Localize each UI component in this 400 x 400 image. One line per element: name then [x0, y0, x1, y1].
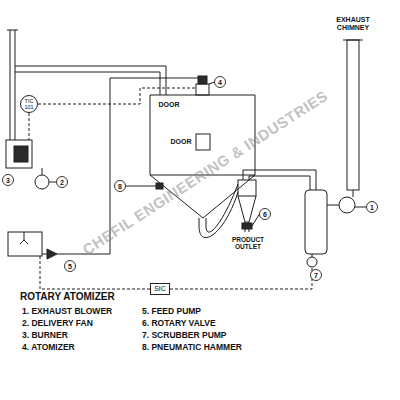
key-item: 5. FEED PUMP [142, 306, 201, 316]
door-symbol [196, 134, 210, 150]
callout-circle [3, 175, 14, 186]
key-title: ROTARY ATOMIZER [20, 291, 115, 302]
callout-number: 8 [115, 181, 126, 192]
callout-number: 7 [311, 270, 322, 281]
node-text: EXHAUST CHIMNEY [328, 16, 378, 32]
key-item: 2. DELIVERY FAN [22, 318, 93, 328]
cyclone-cone [238, 196, 256, 232]
leader-line [126, 186, 157, 187]
blower-symbol [339, 197, 355, 213]
callout-number: 3 [3, 175, 14, 186]
cyclone-body [238, 180, 256, 196]
node-text: PRODUCT OUTLET [226, 236, 270, 250]
callout-circle [215, 77, 226, 88]
pump-symbol [47, 249, 57, 259]
signal-line [29, 113, 30, 140]
door-label-box: DOOR [167, 137, 195, 146]
key-item: 3. BURNER [22, 330, 68, 340]
callout-number: 2 [57, 177, 68, 188]
node-text: DOOR [159, 101, 180, 109]
leader-line [209, 82, 215, 84]
fan-duct [42, 168, 57, 182]
fan-symbol [35, 175, 49, 189]
leader-line [252, 214, 260, 226]
feed-tank [8, 232, 42, 256]
instrument-bubble: TIC 101 [20, 95, 38, 113]
controller-box: SIC [150, 283, 170, 295]
node-text: SIC [154, 285, 166, 293]
chimney-heading: EXHAUST CHIMNEY [328, 11, 378, 37]
atomizer-motor [198, 76, 207, 84]
callout-number: 4 [215, 77, 226, 88]
node-text: DOOR [171, 138, 192, 146]
node-text: TIC 101 [21, 98, 37, 110]
scrubber-pump [307, 257, 317, 267]
hammer-symbol [156, 183, 163, 189]
scrubber-vessel [305, 190, 327, 254]
callout-number: 5 [65, 261, 76, 272]
rotary-valve [242, 223, 252, 229]
callout-circles [3, 77, 378, 281]
key-item: 4. ATOMIZER [22, 342, 75, 352]
door-label-box: DOOR [155, 100, 183, 109]
callout-number: 6 [260, 209, 271, 220]
powder-duct [199, 184, 238, 238]
key-item: 7. SCRUBBER PUMP [142, 330, 227, 340]
callout-circle [65, 261, 76, 272]
outlet-heading: PRODUCT OUTLET [226, 234, 270, 252]
callout-circle [57, 177, 68, 188]
heater-box [6, 140, 32, 168]
burner-stack [7, 30, 18, 140]
callout-circle [260, 209, 271, 220]
callout-circle [115, 181, 126, 192]
chamber-outlet [199, 218, 206, 226]
callout-circle [311, 270, 322, 281]
key-item: 8. PNEUMATIC HAMMER [142, 342, 242, 352]
exhaust-duct [243, 170, 316, 190]
chimney-symbol [347, 40, 359, 190]
tank-agitator [20, 232, 28, 244]
key-item: 6. ROTARY VALVE [142, 318, 216, 328]
signal-line [40, 256, 312, 289]
key-item: 1. EXHAUST BLOWER [22, 306, 112, 316]
plant-lines [6, 30, 367, 289]
callout-number: 1 [367, 202, 378, 213]
scrubber-pipe [312, 205, 339, 257]
hot-air-duct [15, 66, 166, 95]
chimney-cap [343, 40, 367, 207]
burner-symbol [14, 146, 28, 162]
atomizer-symbol [196, 84, 209, 95]
watermark: CHEFIL ENGINEERING & INDUSTRIES [75, 84, 336, 262]
callout-circle [367, 202, 378, 213]
